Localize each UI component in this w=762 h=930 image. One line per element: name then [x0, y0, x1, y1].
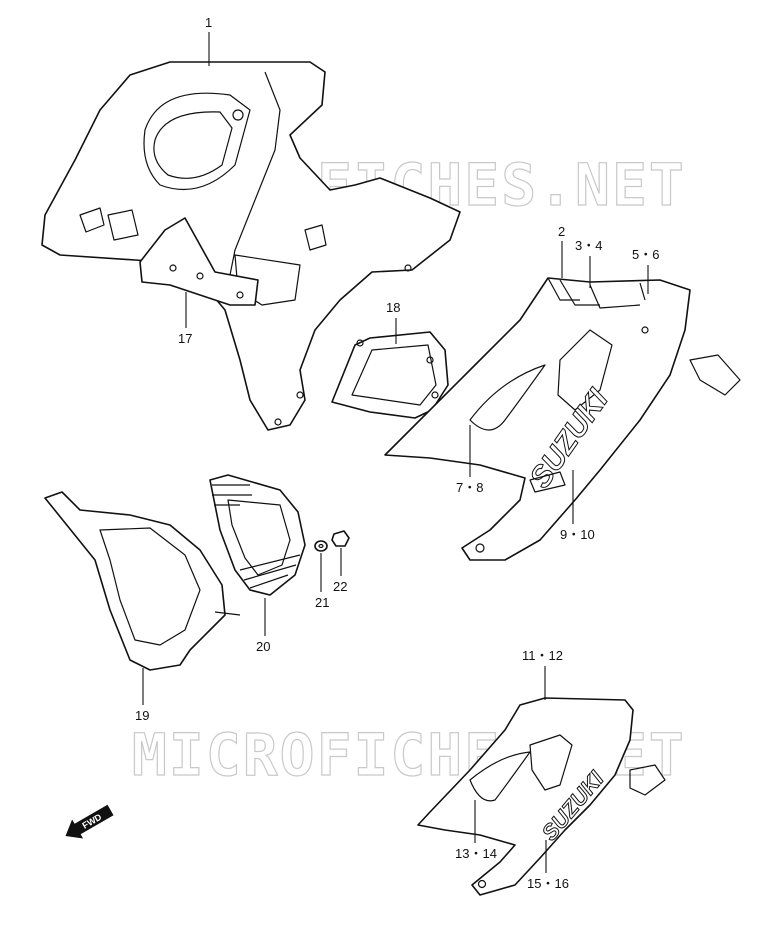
part-17-bracket[interactable] [139, 217, 259, 306]
callout-15-16: 15・16 [527, 876, 569, 891]
callout-5-6: 5・6 [632, 247, 659, 262]
callout-9-10: 9・10 [560, 527, 595, 542]
callout-20: 20 [256, 639, 270, 654]
part-22-nut[interactable] [331, 530, 350, 547]
callout-18: 18 [386, 300, 400, 315]
part-19-inner-panel[interactable] [44, 491, 241, 671]
callout-22: 22 [333, 579, 347, 594]
callout-2: 2 [558, 224, 565, 239]
part-2-10-under-cowling[interactable]: SUZUKI [384, 277, 741, 561]
callout-13-14: 13・14 [455, 846, 497, 861]
callout-7-8: 7・8 [456, 480, 483, 495]
part-18-inner-bracket[interactable] [331, 331, 449, 419]
callout-21: 21 [315, 595, 329, 610]
forward-arrow-icon: FWD [65, 804, 114, 839]
callout-3-4: 3・4 [575, 238, 602, 253]
callout-1: 1 [205, 15, 212, 30]
callout-19: 19 [135, 708, 149, 723]
part-21-washer[interactable] [314, 540, 328, 552]
callout-11-12: 11・12 [522, 648, 563, 663]
part-20-mesh-grille[interactable] [209, 474, 306, 596]
part-11-16-lower-cowling[interactable]: SUZUKI [417, 697, 666, 896]
callout-17: 17 [178, 331, 192, 346]
